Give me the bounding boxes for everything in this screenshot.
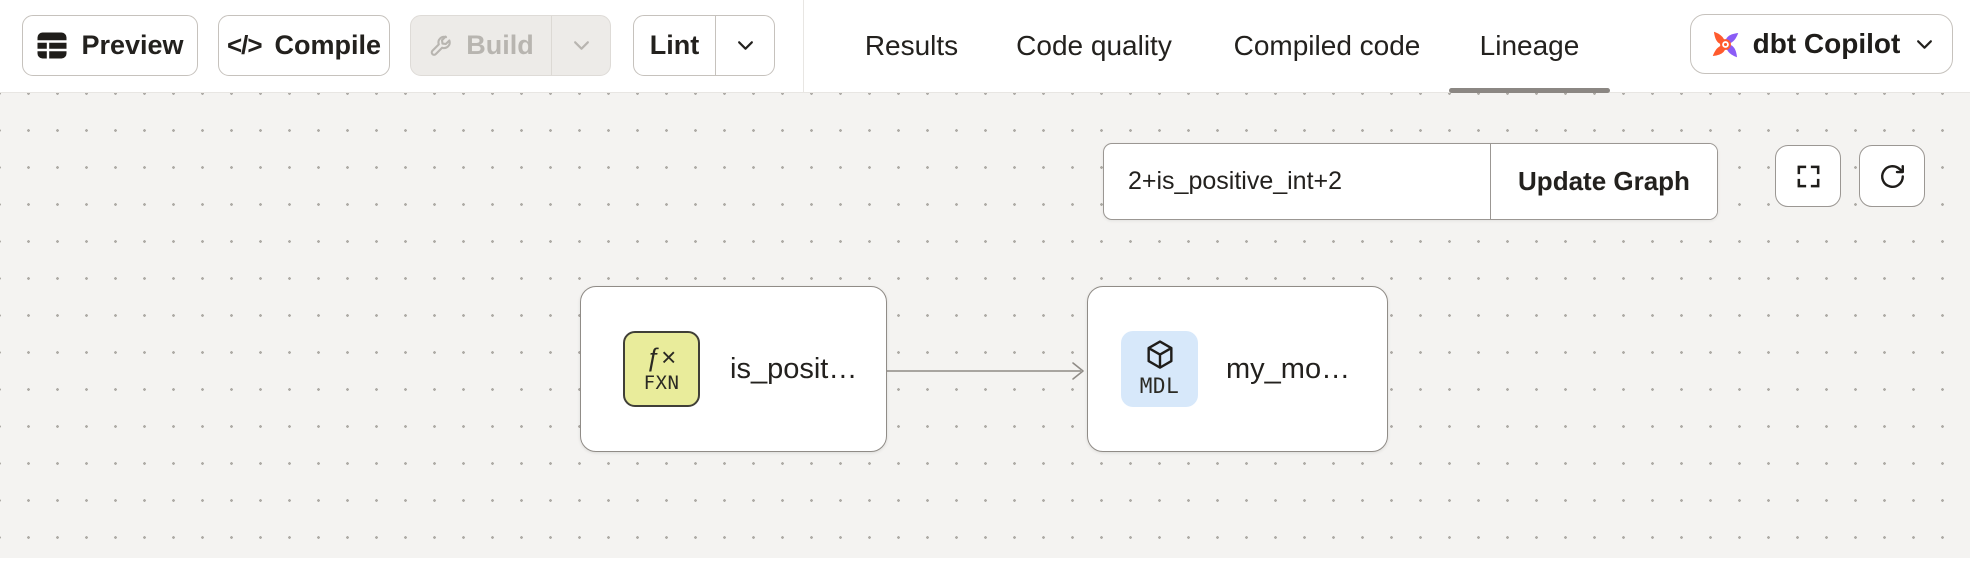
table-icon [37, 32, 67, 59]
cube-icon [1146, 340, 1173, 370]
chevron-down-icon [573, 41, 589, 50]
compile-button[interactable]: </> Compile [218, 15, 390, 76]
fx-glyph: ƒ× [646, 341, 677, 372]
refresh-graph-button[interactable] [1859, 145, 1925, 207]
lineage-edge-arrow [887, 362, 1084, 380]
toolbar: Preview </> Compile Build Lint [0, 0, 1970, 93]
fullscreen-icon [1797, 165, 1819, 187]
tab-lineage[interactable]: Lineage [1449, 0, 1610, 93]
lint-split-button: Lint [633, 15, 775, 76]
tab-code-quality[interactable]: Code quality [1006, 0, 1182, 92]
badge-type-label: MDL [1139, 374, 1180, 399]
build-split-button: Build [410, 15, 611, 76]
dbt-copilot-label: dbt Copilot [1752, 28, 1901, 59]
wrench-icon [431, 35, 451, 56]
code-icon: </> [226, 30, 263, 60]
chevron-down-icon [737, 41, 753, 50]
badge-type-label: FXN [643, 371, 680, 394]
node-name-label: my_mo… [1226, 352, 1351, 385]
preview-button[interactable]: Preview [22, 15, 198, 76]
tab-label: Compiled code [1233, 30, 1421, 61]
build-button-label: Build [466, 30, 534, 60]
chevron-down-icon [1917, 39, 1933, 49]
lineage-selector-bar: Update Graph [1103, 143, 1718, 220]
build-button[interactable]: Build [411, 16, 552, 75]
node-name-label: is_posit… [730, 352, 858, 385]
tab-label: Code quality [1016, 30, 1172, 61]
dbt-copilot-logo-icon [1712, 31, 1738, 57]
lineage-canvas[interactable]: Update Graph ƒ× FXN is_posit… [0, 93, 1970, 558]
tab-label: Results [864, 30, 959, 61]
preview-button-label: Preview [81, 30, 184, 60]
lint-button[interactable]: Lint [634, 16, 716, 75]
refresh-icon [1880, 164, 1904, 188]
lineage-node-function[interactable]: ƒ× FXN is_posit… [580, 286, 887, 452]
tab-compiled-code[interactable]: Compiled code [1227, 0, 1427, 92]
dbt-copilot-button[interactable]: dbt Copilot [1690, 14, 1953, 74]
bottom-strip [0, 558, 1970, 572]
tab-label: Lineage [1479, 30, 1580, 61]
model-badge-icon: MDL [1121, 331, 1198, 407]
fullscreen-button[interactable] [1775, 145, 1841, 207]
lint-button-label: Lint [649, 30, 700, 60]
toolbar-separator [803, 0, 804, 92]
lint-dropdown-toggle[interactable] [716, 16, 774, 75]
update-graph-button[interactable]: Update Graph [1491, 144, 1717, 219]
lineage-selector-input[interactable] [1104, 144, 1491, 219]
function-badge-icon: ƒ× FXN [623, 331, 700, 407]
compile-button-label: Compile [274, 30, 382, 60]
tab-results[interactable]: Results [848, 0, 975, 92]
lineage-node-model[interactable]: MDL my_mo… [1087, 286, 1388, 452]
build-dropdown-toggle[interactable] [552, 16, 610, 75]
